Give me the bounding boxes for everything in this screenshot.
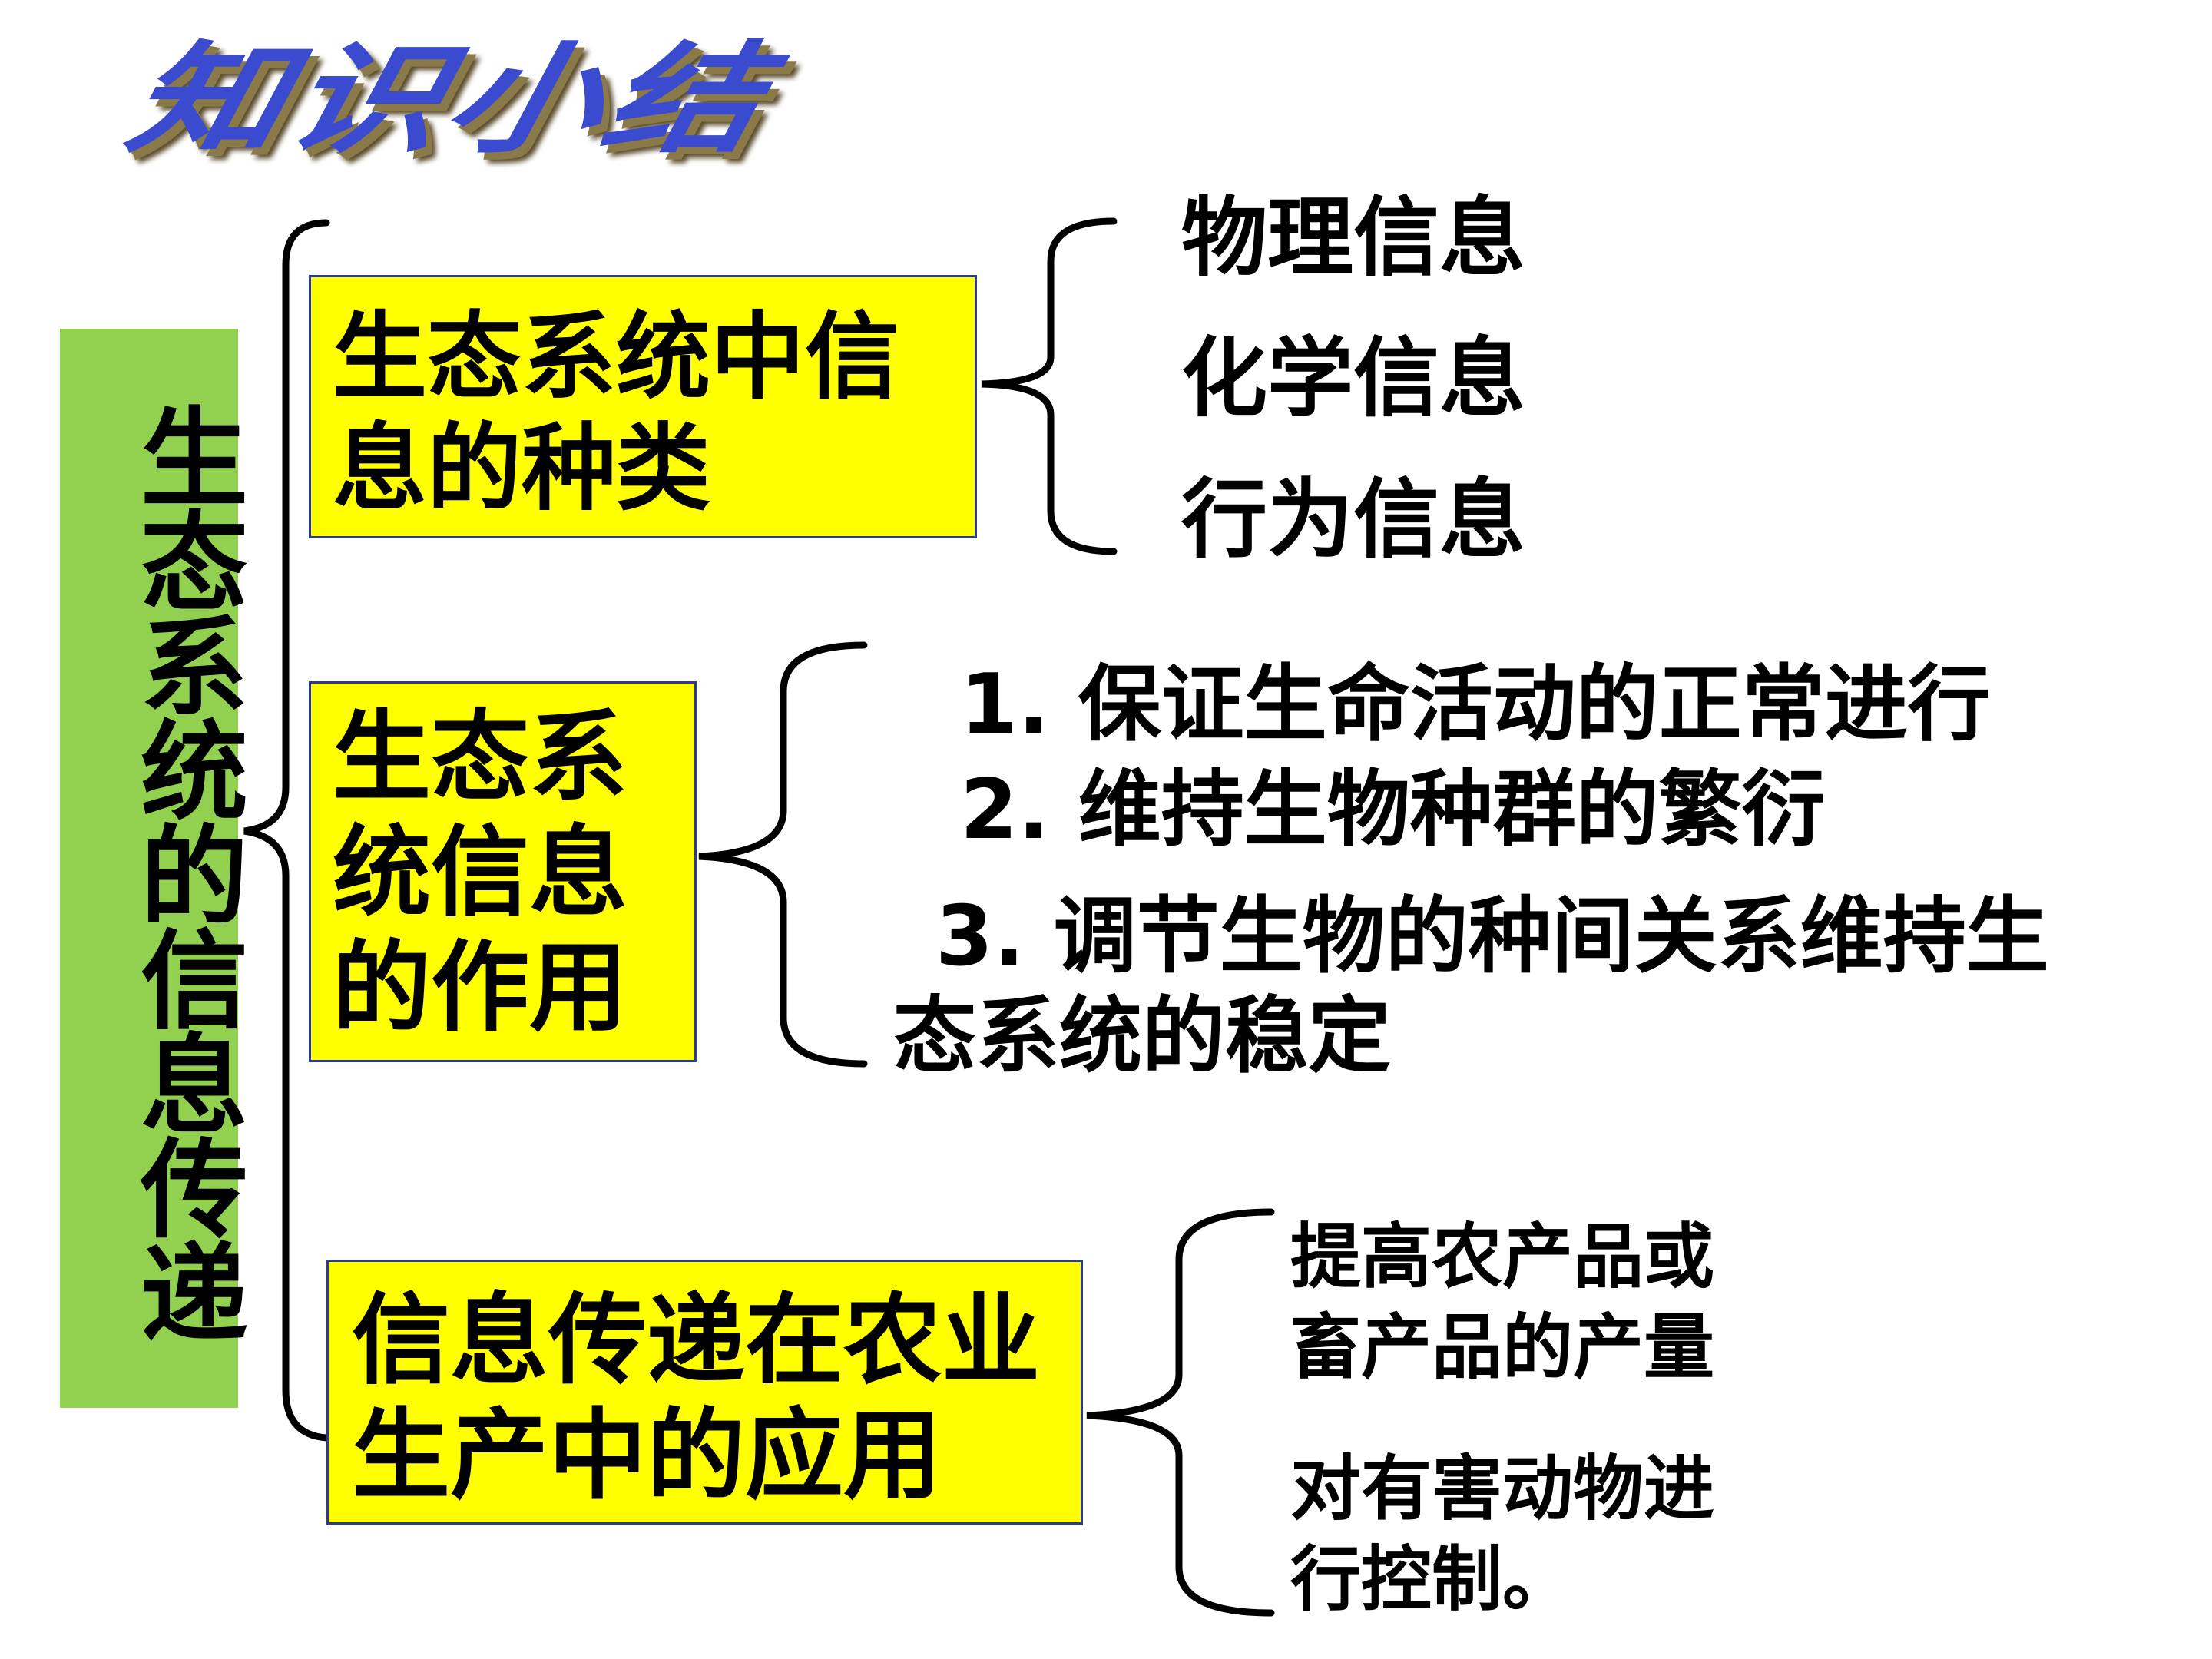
- application-item: 提高农产品或畜产品的产量: [1290, 1216, 1715, 1389]
- function-item: 3. 调节生物的种间关系维持生态系统的稳定: [893, 889, 2049, 1084]
- function-item: 2. 维持生物种群的繁衍: [960, 762, 1825, 858]
- type-item: 物理信息: [1181, 188, 1525, 288]
- main-brace: [243, 219, 330, 1442]
- brace-functions: [698, 641, 868, 1068]
- type-item: 行为信息: [1181, 470, 1525, 570]
- brace-applications: [1086, 1208, 1275, 1617]
- root-node-background: [60, 329, 238, 1408]
- function-item: 1. 保证生命活动的正常进行: [960, 657, 1991, 753]
- branch-box-functions: 生态系统信息的作用: [309, 681, 697, 1062]
- branch-box-types: 生态系统中信息的种类: [309, 275, 977, 538]
- application-item: 对有害动物进行控制。: [1290, 1448, 1715, 1621]
- root-node-label: 生态系统的信息传递: [122, 402, 247, 1342]
- brace-types: [981, 217, 1118, 555]
- type-item: 化学信息: [1181, 329, 1525, 429]
- branch-box-applications: 信息传递在农业生产中的应用: [326, 1260, 1083, 1525]
